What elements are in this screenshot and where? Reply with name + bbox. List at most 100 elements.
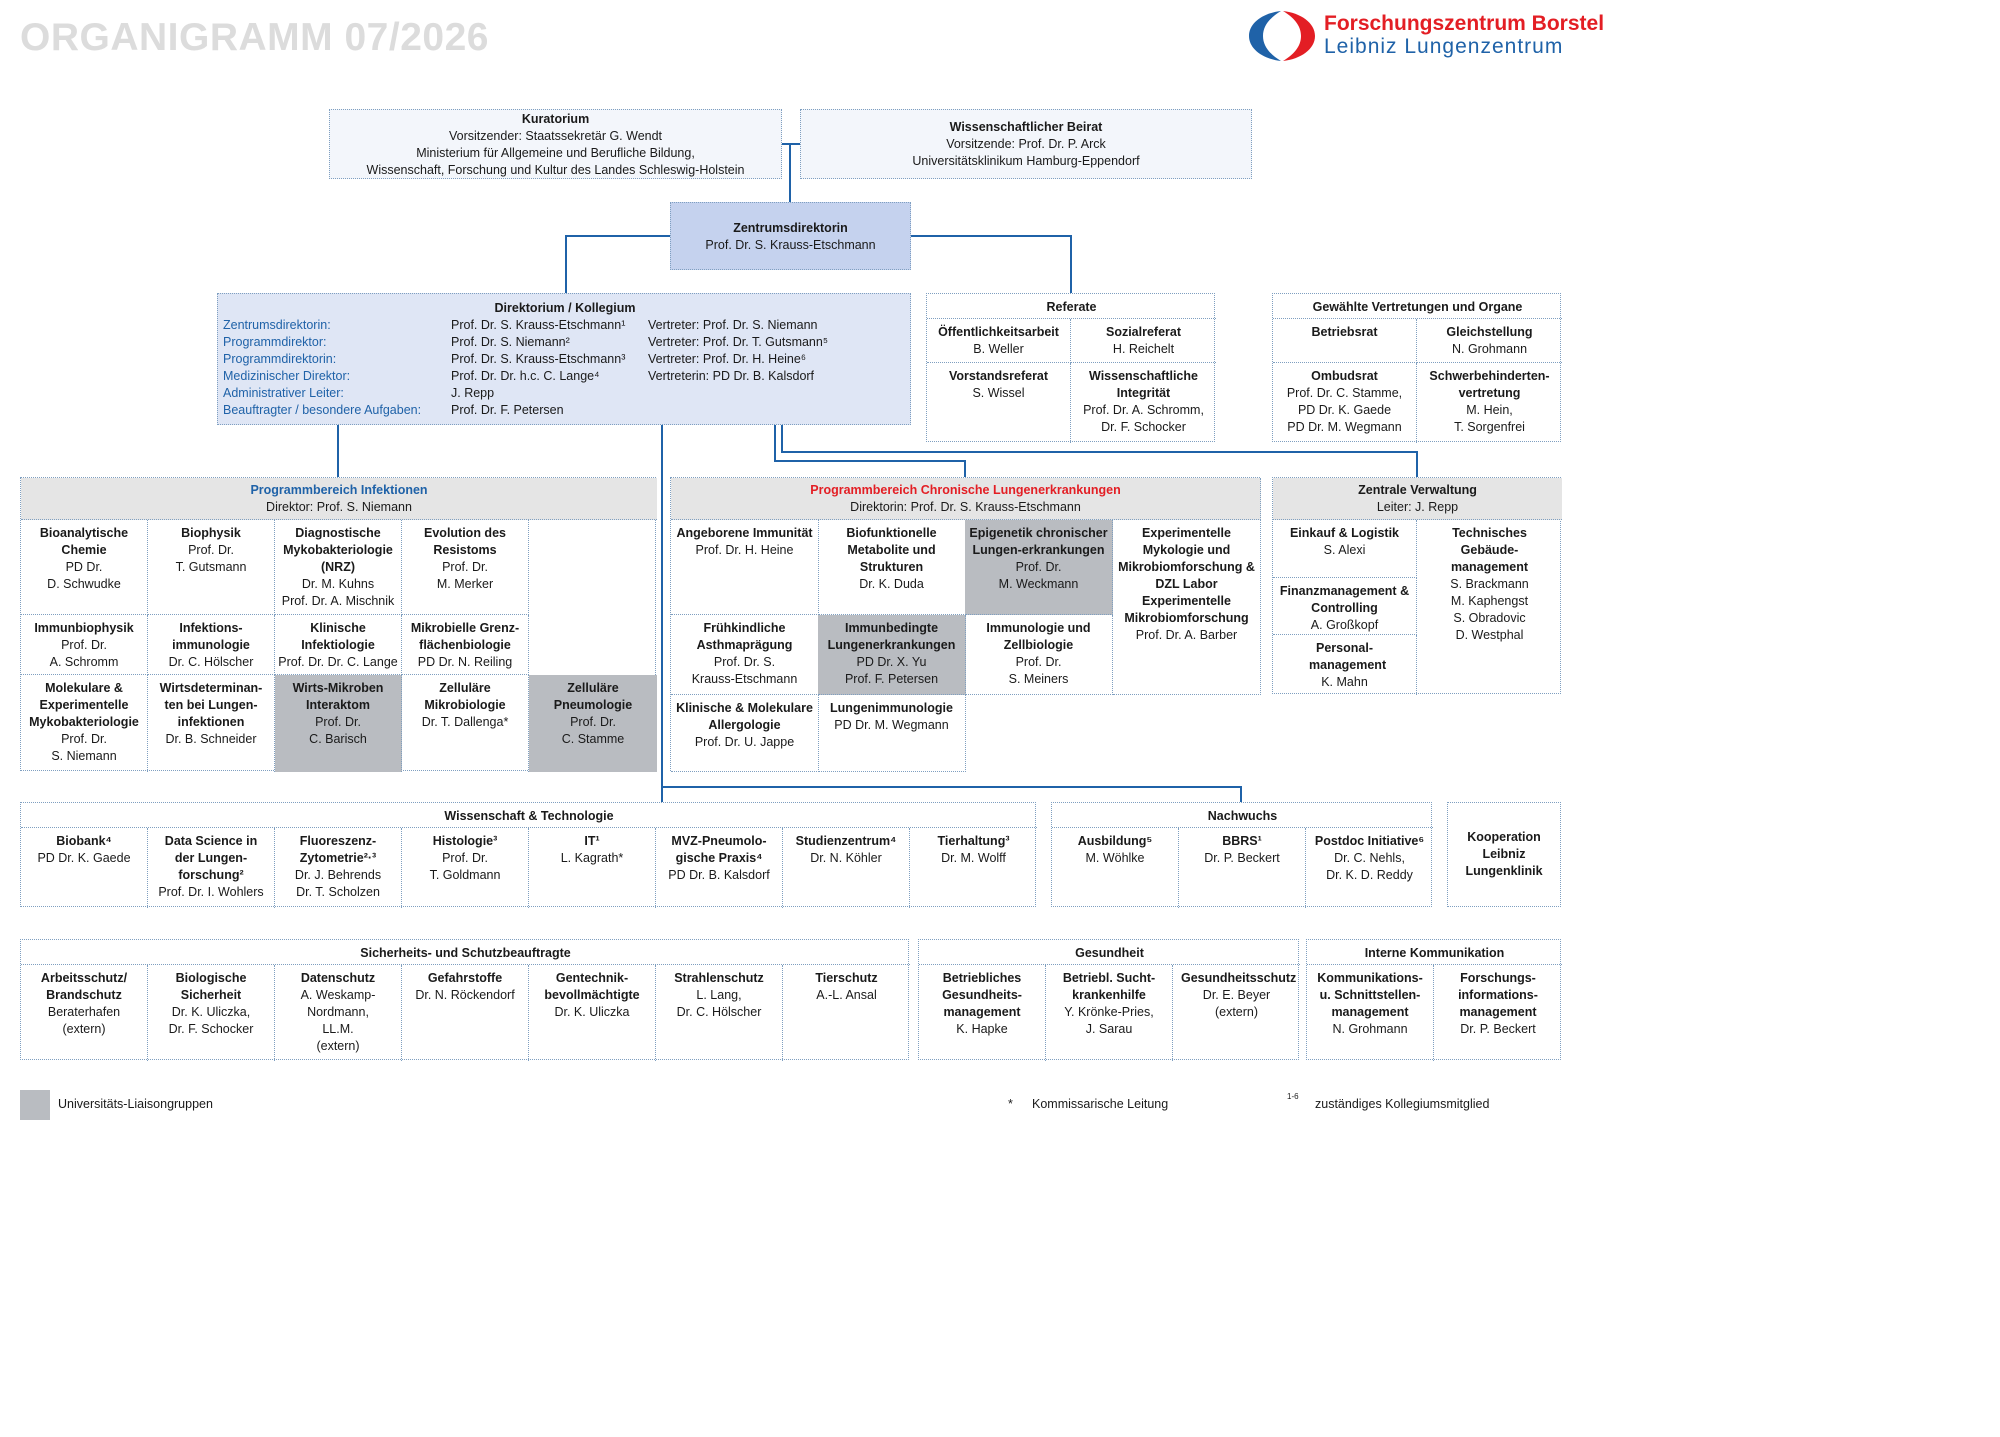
direktorium-deputy: Vertreter: Prof. Dr. H. Heine⁶	[648, 352, 806, 366]
logo-mark-icon	[1249, 11, 1315, 61]
kommunikation-title: Interne Kommunikation	[1307, 940, 1562, 965]
kuratorium-line: Ministerium für Allgemeine und Beruflich…	[416, 146, 695, 160]
gesundheit-cell-title: Betriebl. Sucht-krankenhilfe	[1062, 971, 1156, 1002]
infektionen-cell-person: S. Niemann	[51, 749, 117, 763]
chronisch-cell-person: Prof. F. Petersen	[844, 672, 939, 686]
nachwuchs-title: Nachwuchs	[1052, 803, 1433, 828]
legend-star-symbol: *	[1008, 1097, 1013, 1111]
page-title: ORGANIGRAMM 07/2026	[20, 16, 489, 59]
infektionen-cell-person: Prof. Dr.	[188, 543, 234, 557]
verwaltung-header: Zentrale Verwaltung Leiter: J. Repp	[1273, 478, 1562, 520]
sicherheit-cell-title: Biologische Sicherheit	[175, 971, 247, 1002]
wissenschaft-cell-person: Dr. N. Köhler	[810, 851, 882, 865]
chronisch-cell-person: Prof. Dr. U. Jappe	[694, 735, 795, 749]
connector-line	[661, 786, 1242, 788]
sicherheit-cell-person: Beraterhafen	[47, 1005, 121, 1019]
gesundheit-cell-person: J. Sarau	[1085, 1022, 1133, 1036]
chronisch-cell-person: PD Dr. M. Wegmann	[834, 718, 949, 732]
infektionen-cell-person: C. Stamme	[561, 732, 625, 746]
direktorium-role: Beauftragter / besondere Aufgaben:	[223, 403, 422, 417]
beirat-title: Wissenschaftlicher Beirat	[949, 120, 1103, 134]
wissenschaft-cell-person: Prof. Dr. I. Wohlers	[158, 885, 264, 899]
verwaltung-cell: Personal-management K. Mahn	[1273, 635, 1417, 695]
kuratorium-line: Vorsitzender: Staatssekretär G. Wendt	[448, 129, 663, 143]
kommunikation-cell-person: Dr. P. Beckert	[1460, 1022, 1536, 1036]
sicherheit-cell-title: Gentechnik-bevollmächtigte	[544, 971, 640, 1002]
verwaltung-cell: Technisches Gebäude-management S. Brackm…	[1450, 526, 1529, 642]
infektionen-cell-title: Bioanalytische Chemie	[39, 526, 129, 557]
infektionen-cell-person: D. Schwudke	[47, 577, 121, 591]
chronisch-cell-title: Biofunktionelle Metabolite und Strukture…	[846, 526, 937, 574]
infektionen-cell-person: Dr. T. Dallenga*	[421, 715, 509, 729]
connector-line	[774, 460, 966, 462]
direktorium-role: Programmdirektor:	[223, 335, 327, 349]
wissenschaft-cell-person: L. Kagrath*	[560, 851, 624, 865]
infektionen-cell: Wirtsdeterminan-ten bei Lungen-infektion…	[148, 675, 275, 772]
infektionen-cell-title: Klinische Infektiologie	[301, 621, 375, 652]
beirat-line: Vorsitzende: Prof. Dr. P. Arck	[946, 137, 1106, 151]
chronisch-cell: Biofunktionelle Metabolite und Strukture…	[818, 520, 966, 615]
logo-text-line2: Leibniz Lungenzentrum	[1324, 35, 1564, 58]
kommunikation-cell-title: Kommunikations-u. Schnittstellen-managem…	[1317, 971, 1423, 1019]
direktorium-deputy: Vertreter: Prof. Dr. S. Niemann	[648, 318, 818, 332]
direktorium-role: Medizinischer Direktor:	[223, 369, 351, 383]
infektionen-cell-person: T. Gutsmann	[175, 560, 247, 574]
kommunikation-cell: Kommunikations-u. Schnittstellen-managem…	[1307, 965, 1434, 1061]
wissenschaft-title: Wissenschaft & Technologie	[21, 803, 1037, 828]
zentrumsdirektorin-name: Prof. Dr. S. Krauss-Etschmann	[705, 238, 876, 252]
sicherheit-cell-person: A. Weskamp-	[300, 988, 376, 1002]
vertretungen-box: Gewählte Vertretungen und Organe Betrieb…	[1272, 293, 1562, 443]
infektionen-cell-person: PD Dr.	[65, 560, 103, 574]
infektionen-cell: Mikrobielle Grenz-flächenbiologie PD Dr. …	[402, 615, 529, 675]
infektionen-cell-title: Mikrobielle Grenz-flächenbiologie	[410, 621, 520, 652]
sicherheit-cell-title: Tierschutz	[815, 971, 878, 985]
referat-cell: Vorstandsreferat S. Wissel	[927, 363, 1071, 443]
direktorium-name: Prof. Dr. S. Krauss-Etschmann³	[451, 352, 626, 366]
chronisch-cell-title: Klinische & Molekulare Allergologie	[676, 701, 813, 732]
infektionen-cell-person: Prof. Dr.	[61, 638, 107, 652]
infektionen-cell: Diagnostische Mykobakteriologie (NRZ)Dr.…	[275, 520, 402, 615]
direktorium-title: Direktorium / Kollegium	[494, 301, 636, 315]
infektionen-cell-person: PD Dr. N. Reiling	[417, 655, 513, 669]
gesundheit-cell-title: Betriebliches Gesundheits-management	[942, 971, 1022, 1019]
nachwuchs-cell-person: Dr. C. Nehls,	[1334, 851, 1405, 865]
gesundheit-title: Gesundheit	[919, 940, 1300, 965]
infektionen-cell-title: Diagnostische Mykobakteriologie (NRZ)	[283, 526, 393, 574]
infektionen-cell-title: Immunbiophysik	[34, 621, 134, 635]
beirat-line: Universitätsklinikum Hamburg-Eppendorf	[912, 154, 1140, 168]
chronisch-cell-person: M. Weckmann	[998, 577, 1079, 591]
infektionen-subtitle: Direktor: Prof. S. Niemann	[266, 500, 412, 514]
gesundheit-cell-person: Y. Krönke-Pries,	[1064, 1005, 1154, 1019]
wissenschaft-cell-title: Biobank⁴	[56, 834, 112, 848]
infektionen-cell-person: C. Barisch	[309, 732, 367, 746]
infektionen-cell-person: Dr. B. Schneider	[165, 732, 257, 746]
chronisch-cell-title: Immunologie und Zellbiologie	[986, 621, 1091, 652]
wissenschaft-cell-person: PD Dr. B. Kalsdorf	[668, 868, 770, 882]
infektionen-cell-title: Molekulare & Experimentelle Mykobakterio…	[29, 681, 139, 729]
wissenschaft-cell-person: Prof. Dr.	[442, 851, 488, 865]
connector-line	[774, 425, 776, 462]
gesundheit-cell-title: Gesundheitsschutz	[1181, 971, 1297, 985]
nachwuchs-cell-person: Dr. K. D. Reddy	[1326, 868, 1413, 882]
vertretung-cell: Ombudsrat Prof. Dr. C. Stamme, PD Dr. K.…	[1273, 363, 1417, 443]
infektionen-title: Programmbereich Infektionen	[250, 483, 428, 497]
infektionen-box: Programmbereich Infektionen Direktor: Pr…	[20, 477, 657, 772]
wissenschaft-cell-title: Studienzentrum⁴	[795, 834, 897, 848]
infektionen-cell-person: Prof. Dr.	[61, 732, 107, 746]
direktorium-name: Prof. Dr. F. Petersen	[451, 403, 564, 417]
